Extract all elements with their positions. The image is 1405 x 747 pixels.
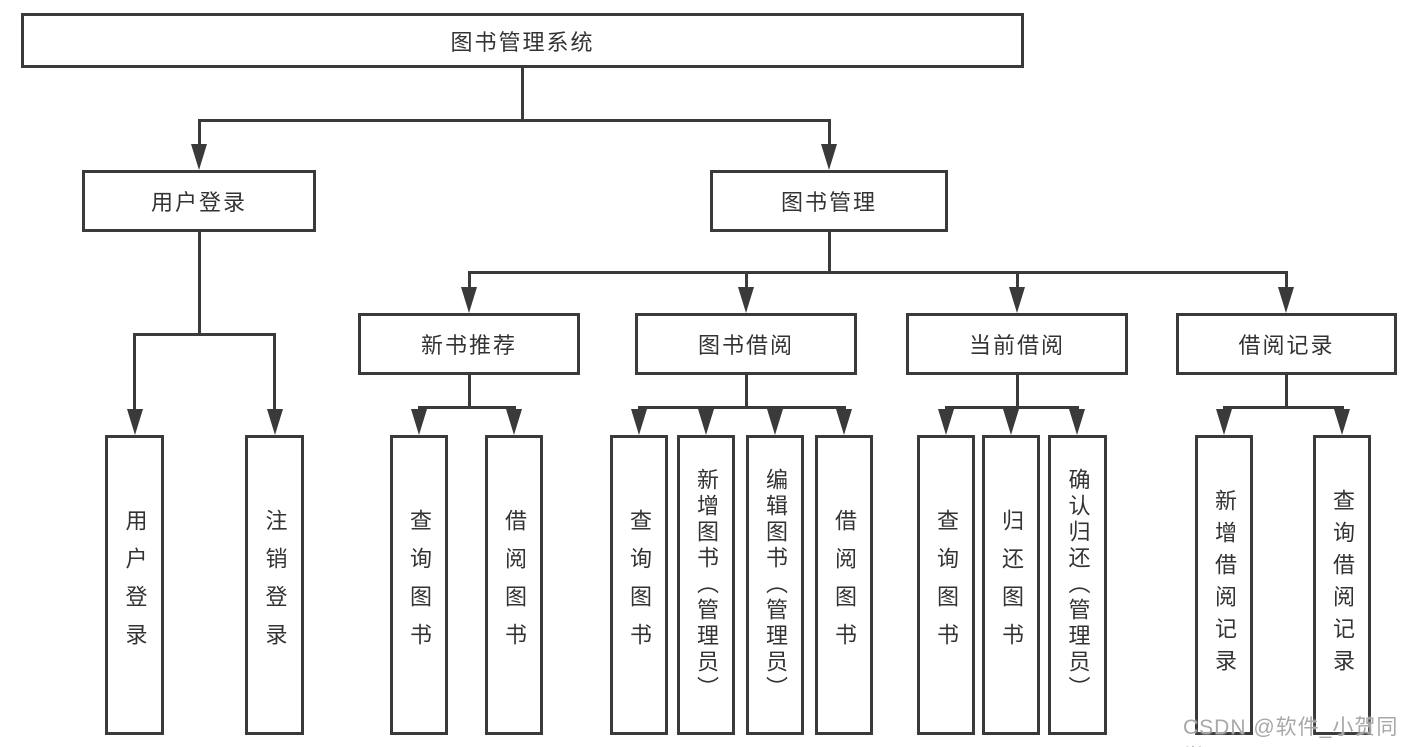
leaf-return-book: 归还图书 <box>982 435 1040 735</box>
leaf-label: 查询图书 <box>627 509 652 661</box>
connector-arrowhead <box>938 409 954 435</box>
leaf-add-borrow-record: 新增借阅记录 <box>1195 435 1253 735</box>
node-borrow-record: 借阅记录 <box>1176 313 1397 375</box>
leaf-label: 用户登录 <box>122 509 148 661</box>
node-book-borrow: 图书借阅 <box>635 313 857 375</box>
connector-line <box>198 119 201 146</box>
leaf-logout: 注销登录 <box>245 435 304 735</box>
connector-line <box>468 271 1288 274</box>
leaf-label: 注销登录 <box>262 509 288 661</box>
connector-arrowhead <box>506 409 522 435</box>
connector-arrowhead <box>411 409 427 435</box>
connector-line <box>828 119 831 146</box>
connector-arrowhead <box>821 144 837 170</box>
leaf-label: 确认归还（管理员） <box>1065 468 1091 702</box>
leaf-confirm-return-admin: 确认归还（管理员） <box>1048 435 1107 735</box>
leaf-edit-book-admin: 编辑图书（管理员） <box>746 435 804 735</box>
connector-line <box>1285 375 1288 408</box>
connector-line <box>133 333 276 336</box>
leaf-query-borrow-record: 查询借阅记录 <box>1313 435 1371 735</box>
leaf-label: 查询图书 <box>407 509 432 661</box>
connector-line <box>468 271 471 289</box>
connector-line <box>638 406 846 409</box>
connector-arrowhead <box>1003 409 1019 435</box>
node-new-book-recommend: 新书推荐 <box>358 313 580 375</box>
connector-arrowhead <box>767 409 783 435</box>
connector-arrowhead <box>191 144 207 170</box>
connector-line <box>1285 271 1288 289</box>
connector-arrowhead <box>1216 409 1232 435</box>
leaf-query-book-borrow: 查询图书 <box>610 435 668 735</box>
leaf-borrow-book: 借阅图书 <box>815 435 873 735</box>
connector-line <box>468 375 471 408</box>
connector-line <box>418 406 516 409</box>
leaf-label: 新增借阅记录 <box>1212 489 1237 681</box>
node-current-borrow: 当前借阅 <box>906 313 1128 375</box>
leaf-label: 查询借阅记录 <box>1330 489 1355 681</box>
node-root-library-system: 图书管理系统 <box>21 13 1024 68</box>
connector-arrowhead <box>127 409 143 435</box>
leaf-user-login: 用户登录 <box>105 435 164 735</box>
connector-arrowhead <box>738 287 754 313</box>
connector-line <box>521 68 524 120</box>
connector-line <box>1016 271 1019 289</box>
node-user-login: 用户登录 <box>82 170 316 232</box>
leaf-query-book-current: 查询图书 <box>917 435 975 735</box>
connector-line <box>198 232 201 335</box>
connector-line <box>1016 375 1019 408</box>
csdn-watermark: CSDN @软件_小贺同学 <box>1183 716 1399 747</box>
leaf-label: 归还图书 <box>999 509 1024 661</box>
connector-line <box>273 333 276 410</box>
leaf-borrow-book-recommend: 借阅图书 <box>485 435 543 735</box>
connector-arrowhead <box>1278 287 1294 313</box>
leaf-label: 借阅图书 <box>502 509 527 661</box>
connector-line <box>745 375 748 408</box>
connector-arrowhead <box>1009 287 1025 313</box>
connector-arrowhead <box>1334 409 1350 435</box>
connector-arrowhead <box>461 287 477 313</box>
connector-arrowhead <box>1069 409 1085 435</box>
leaf-add-book-admin: 新增图书（管理员） <box>677 435 735 735</box>
leaf-label: 编辑图书（管理员） <box>763 468 788 702</box>
node-book-management: 图书管理 <box>710 170 948 232</box>
connector-line <box>198 119 831 122</box>
connector-arrowhead <box>631 409 647 435</box>
leaf-label: 新增图书（管理员） <box>694 468 719 702</box>
connector-line <box>745 271 748 289</box>
leaf-query-book-recommend: 查询图书 <box>390 435 448 735</box>
connector-arrowhead <box>698 409 714 435</box>
connector-line <box>133 333 136 410</box>
connector-arrowhead <box>267 409 283 435</box>
connector-arrowhead <box>836 409 852 435</box>
leaf-label: 借阅图书 <box>832 509 857 661</box>
connector-line <box>828 232 831 273</box>
connector-line <box>1223 406 1344 409</box>
leaf-label: 查询图书 <box>934 509 959 661</box>
